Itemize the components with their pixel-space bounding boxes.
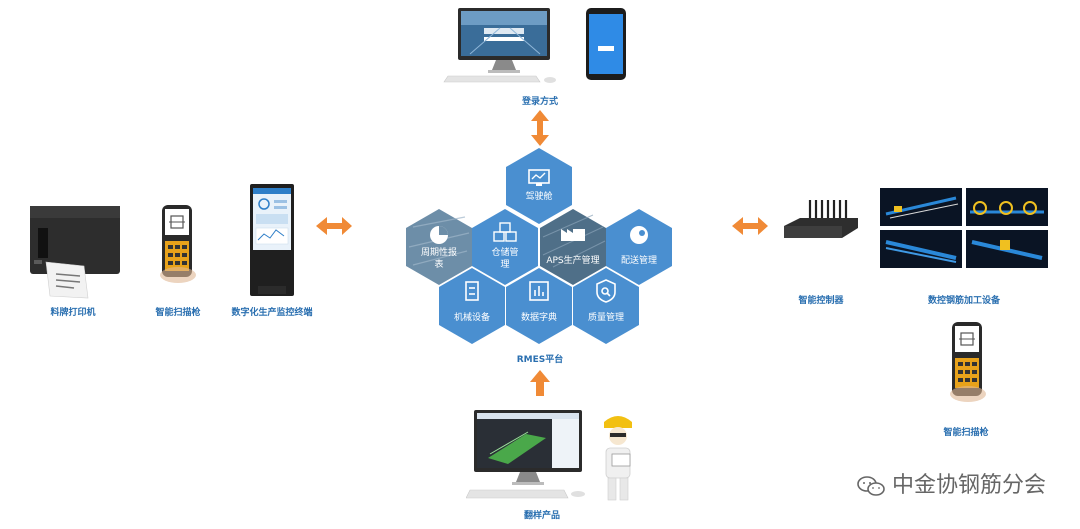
phone-icon <box>586 8 626 80</box>
hex-quality[interactable]: 质量管理 <box>573 268 639 344</box>
hex-label: 配送管理 <box>621 254 657 266</box>
watermark: 中金协钢筋分会 <box>856 467 1046 499</box>
dashboard-icon <box>528 169 550 186</box>
arrow-top-double <box>531 110 549 146</box>
hex-label: 驾驶舱 <box>525 190 552 202</box>
rmes-platform-label: RMES平台 <box>516 355 564 365</box>
keyboard-icon <box>443 75 556 83</box>
handheld-scanner-icon <box>160 205 196 283</box>
scanner-left <box>160 205 196 283</box>
hex-warehouse[interactable]: 仓储管 理 <box>472 209 538 285</box>
scanner-right <box>950 322 986 402</box>
login-devices <box>443 8 626 83</box>
boxes-icon <box>493 222 517 242</box>
bar-chart-icon <box>529 281 549 301</box>
rmes-hex-cluster: 驾驶舱 周期性报 表 仓储管 理 APS生产管理 <box>406 148 672 344</box>
hex-label: 数据字典 <box>521 311 557 323</box>
scanner-right-label: 智能扫描枪 <box>943 428 989 438</box>
detailing-workstation <box>466 410 632 501</box>
controller-router-icon <box>784 200 858 238</box>
hex-label: 质量管理 <box>588 311 624 323</box>
smart-controller-label: 智能控制器 <box>798 296 844 306</box>
desktop-monitor-icon <box>458 8 550 73</box>
watermark-text: 中金协钢筋分会 <box>891 473 1046 498</box>
handheld-scanner-icon <box>950 322 986 402</box>
hex-label-line1: 仓储管 <box>491 246 518 258</box>
kiosk-terminal-icon <box>250 184 294 296</box>
hex-label-line2: 理 <box>500 259 509 270</box>
factory-icon <box>561 229 585 241</box>
hex-label: 机械设备 <box>454 311 490 323</box>
cnc-equipment-label: 数控钢筋加工设备 <box>927 296 1000 306</box>
hex-label: APS生产管理 <box>546 254 599 266</box>
globe-pin-icon <box>630 226 648 244</box>
label-printer-label: 料牌打印机 <box>50 308 96 318</box>
hex-cockpit[interactable]: 驾驶舱 <box>506 148 572 224</box>
wechat-icon <box>857 476 885 496</box>
machine-icon <box>465 281 479 301</box>
hex-report[interactable]: 周期性报 表 <box>406 209 472 285</box>
hex-label-line2: 表 <box>434 258 443 270</box>
monitoring-kiosk <box>250 184 294 296</box>
cnc-panel-1 <box>880 188 962 226</box>
pie-chart-icon <box>430 226 448 244</box>
smart-controller <box>784 200 858 238</box>
cnc-equipment <box>880 188 1048 268</box>
keyboard-icon <box>466 489 585 499</box>
login-method-label: 登录方式 <box>521 97 558 107</box>
hex-delivery[interactable]: 配送管理 <box>606 209 672 285</box>
cnc-panel-3 <box>880 230 962 268</box>
label-printer <box>30 206 120 299</box>
cnc-panel-4 <box>966 230 1048 268</box>
arrow-left-double <box>316 217 352 235</box>
arrow-bottom-up <box>530 370 550 396</box>
desktop-monitor-icon <box>474 410 582 485</box>
hex-machine[interactable]: 机械设备 <box>439 268 505 344</box>
hex-aps[interactable]: APS生产管理 <box>540 209 606 285</box>
hex-digital[interactable]: 数据字典 <box>506 268 572 344</box>
hex-label-line1: 周期性报 <box>421 246 457 258</box>
detailing-product-label: 翻样产品 <box>523 511 560 521</box>
monitoring-kiosk-label: 数字化生产监控终端 <box>231 308 313 318</box>
arrow-right-double <box>732 217 768 235</box>
cnc-panel-2 <box>966 188 1048 226</box>
printer-icon <box>30 206 120 299</box>
worker-icon <box>604 416 632 501</box>
shield-search-icon <box>596 279 616 303</box>
scanner-left-label: 智能扫描枪 <box>155 308 201 318</box>
